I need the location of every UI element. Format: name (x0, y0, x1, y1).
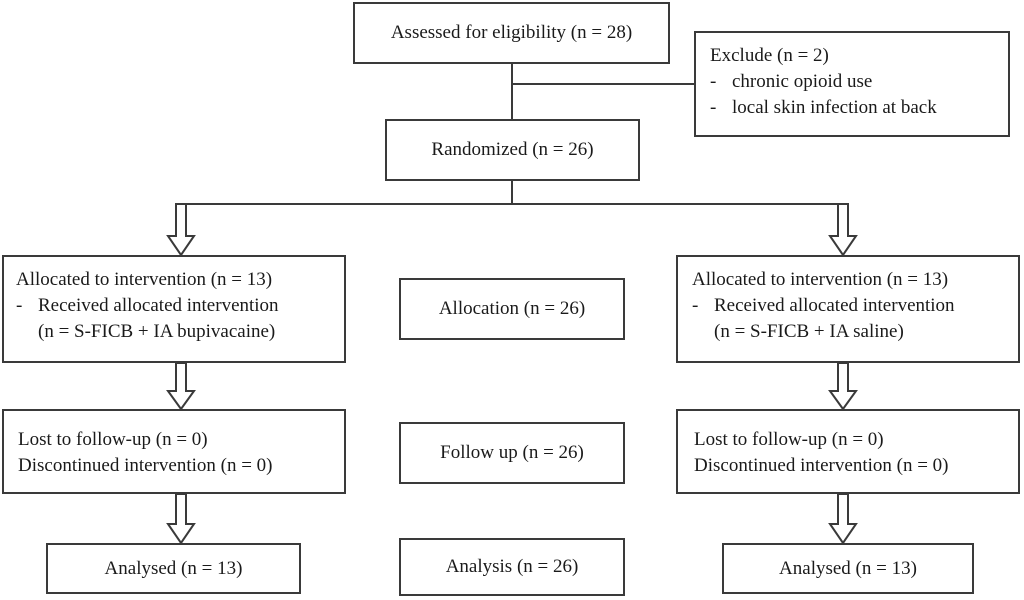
left-allocation-line2-text: Received allocated intervention (38, 295, 279, 316)
left-followup-line2: Discontinued intervention (n = 0) (18, 455, 273, 476)
bullet-dash: - (710, 71, 717, 92)
randomized-box: Randomized (n = 26) (385, 119, 640, 181)
arrow-right-analysis (828, 493, 858, 545)
left-allocation-line2: -Received allocated intervention (16, 293, 344, 319)
right-allocation-box: Allocated to intervention (n = 13) -Rece… (676, 255, 1020, 363)
analysis-stage-box: Analysis (n = 26) (399, 538, 625, 596)
left-allocation-line1: Allocated to intervention (n = 13) (16, 269, 273, 290)
right-followup-box: Lost to follow-up (n = 0) Discontinued i… (676, 409, 1020, 494)
arrow-left-analysis (166, 493, 196, 545)
left-analysed-box: Analysed (n = 13) (46, 543, 301, 594)
followup-stage-text: Follow up (n = 26) (440, 442, 584, 463)
bullet-dash: - (16, 295, 23, 316)
exclude-box: Exclude (n = 2) -chronic opioid use -loc… (694, 31, 1010, 137)
right-analysed-box: Analysed (n = 13) (722, 543, 974, 594)
assessed-text: Assessed for eligibility (n = 28) (390, 22, 633, 43)
left-followup-box: Lost to follow-up (n = 0) Discontinued i… (2, 409, 346, 494)
assessed-box: Assessed for eligibility (n = 28) (353, 2, 670, 64)
arrow-right-followup (828, 362, 858, 411)
arrow-left-followup (166, 362, 196, 411)
arrow-left-allocation (166, 203, 196, 257)
allocation-stage-text: Allocation (n = 26) (438, 298, 586, 319)
followup-stage-box: Follow up (n = 26) (399, 422, 625, 484)
exclude-item-text: chronic opioid use (732, 71, 873, 92)
exclude-item: -local skin infection at back (710, 95, 1008, 121)
exclude-item-text: local skin infection at back (732, 97, 937, 118)
exclude-title: Exclude (n = 2) (710, 45, 829, 66)
right-followup-line2: Discontinued intervention (n = 0) (694, 455, 949, 476)
arrow-right-allocation (828, 203, 858, 257)
right-allocation-line2: -Received allocated intervention (692, 293, 1018, 319)
right-followup-line1: Lost to follow-up (n = 0) (694, 429, 884, 450)
bullet-dash: - (692, 295, 699, 316)
right-allocation-line3: (n = S-FICB + IA saline) (714, 321, 904, 342)
randomized-text: Randomized (n = 26) (431, 139, 594, 160)
right-allocation-line2-text: Received allocated intervention (714, 295, 955, 316)
bullet-dash: - (710, 97, 717, 118)
right-analysed-text: Analysed (n = 13) (779, 557, 917, 579)
left-allocation-line3: (n = S-FICB + IA bupivacaine) (38, 321, 276, 342)
exclude-item: -chronic opioid use (710, 69, 1008, 95)
left-followup-line1: Lost to follow-up (n = 0) (18, 429, 208, 450)
left-allocation-box: Allocated to intervention (n = 13) -Rece… (2, 255, 346, 363)
right-allocation-line1: Allocated to intervention (n = 13) (692, 269, 949, 290)
allocation-stage-box: Allocation (n = 26) (399, 278, 625, 340)
analysis-stage-text: Analysis (n = 26) (445, 556, 579, 577)
left-analysed-text: Analysed (n = 13) (104, 557, 243, 579)
